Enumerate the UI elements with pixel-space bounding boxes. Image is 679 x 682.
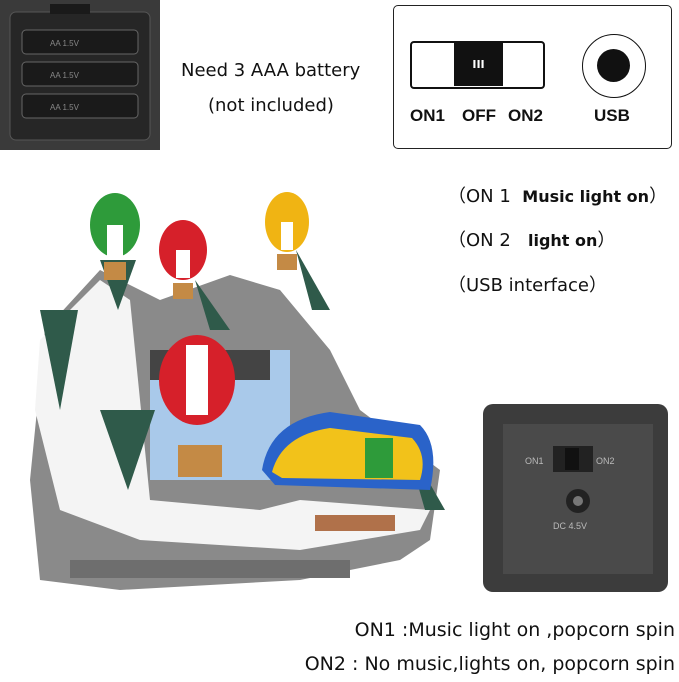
mode-usb: （USB interface） — [448, 275, 607, 296]
label-off: OFF — [462, 106, 496, 125]
mode-on1: （ON 1 Music light on） — [448, 186, 668, 207]
photo-on1-label: ON1 — [525, 456, 544, 466]
photo-on2-label: ON2 — [596, 456, 615, 466]
note-on1: ON1 :Music light on ,popcorn spin — [354, 619, 675, 641]
slide-switch: III — [410, 41, 545, 89]
product-scene-image — [30, 192, 445, 590]
switch-closeup-image: ON1 ON2 DC 4.5V — [483, 404, 668, 592]
label-on1: ON1 — [410, 106, 445, 125]
usb-port-icon — [582, 34, 646, 98]
svg-text:AA 1.5V: AA 1.5V — [50, 71, 80, 80]
label-on2: ON2 — [508, 106, 543, 125]
svg-text:AA 1.5V: AA 1.5V — [50, 39, 80, 48]
svg-text:AA 1.5V: AA 1.5V — [50, 103, 80, 112]
battery-note-line2: (not included) — [208, 95, 334, 116]
switch-knob: III — [454, 43, 503, 86]
battery-compartment-image: AA 1.5V AA 1.5V AA 1.5V — [0, 0, 160, 150]
mode-on2: （ON 2 light on） — [448, 230, 616, 251]
switch-diagram: III ON1 OFF ON2 USB — [393, 5, 672, 149]
note-on2: ON2 : No music,lights on, popcorn spin — [304, 653, 675, 675]
label-usb: USB — [594, 106, 630, 125]
photo-rating-label: DC 4.5V — [553, 521, 587, 531]
battery-note-line1: Need 3 AAA battery — [181, 60, 361, 81]
